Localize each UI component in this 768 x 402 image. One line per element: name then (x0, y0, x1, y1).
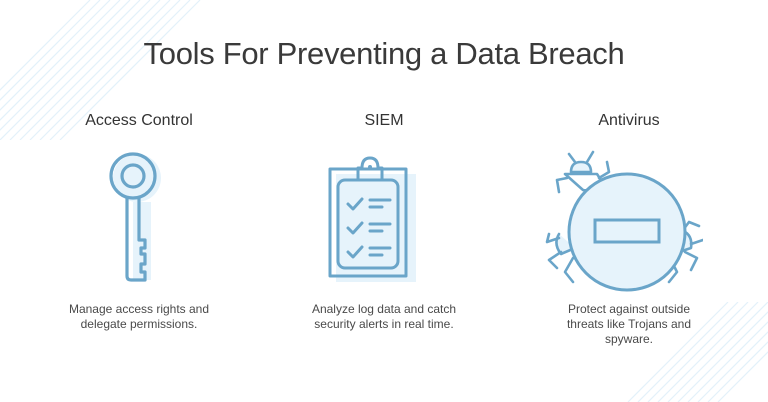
tool-antivirus: Antivirus Protect against o (519, 0, 739, 402)
tool-description: Analyze log data and catch security aler… (311, 302, 457, 331)
tool-description: Manage access rights and delegate permis… (68, 302, 210, 331)
key-icon (109, 152, 161, 282)
tool-description: Protect against outside threats like Tro… (566, 302, 692, 346)
page-title: Tools For Preventing a Data Breach (143, 36, 625, 71)
tool-heading: SIEM (364, 112, 404, 129)
tool-heading: Access Control (85, 112, 193, 129)
clipboard-checklist-icon (328, 156, 416, 282)
tool-access-control: Access Control Manage access rights and … (29, 0, 249, 402)
tool-siem: SIEM Analyze log data and catch security… (274, 0, 494, 402)
bug-block-icon (545, 150, 703, 292)
tool-heading: Antivirus (598, 112, 660, 129)
